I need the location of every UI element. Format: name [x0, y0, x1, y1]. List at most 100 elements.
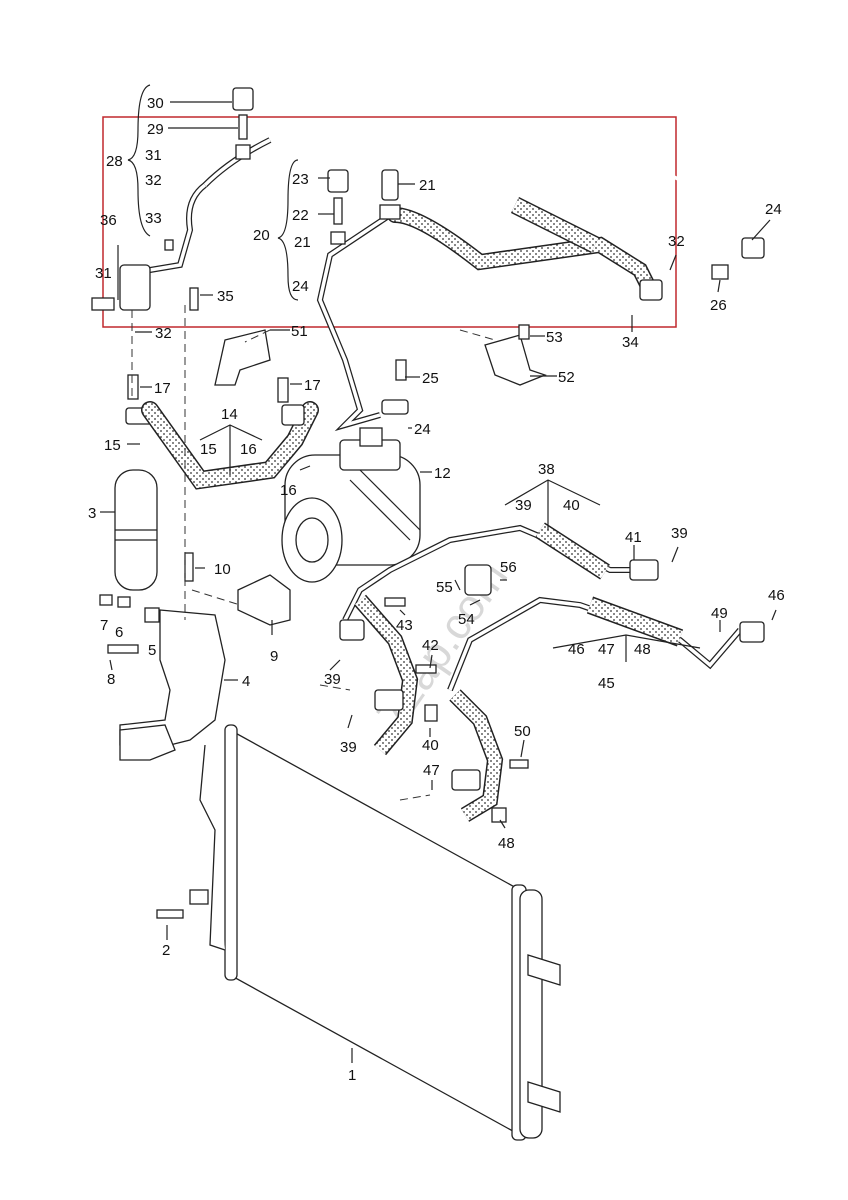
bolt-26 [711, 264, 729, 280]
label-40b: 40 [422, 737, 439, 754]
mount-clip [119, 724, 176, 761]
guide-lines [131, 305, 496, 801]
label-31b: 31 [95, 265, 112, 282]
nut-48 [491, 807, 507, 823]
label-16a: 16 [240, 441, 257, 458]
label-45: 45 [598, 675, 615, 692]
lower-pipe-group [339, 522, 765, 823]
valve-body-2 [330, 231, 346, 245]
label-21b: 21 [294, 234, 311, 251]
label-15a: 15 [200, 441, 217, 458]
label-28: 28 [106, 153, 123, 170]
end-fitting-34 [639, 279, 663, 301]
bushing-5 [144, 607, 160, 623]
label-8: 8 [107, 671, 115, 688]
valve-core-22 [333, 197, 343, 225]
label-39d: 39 [340, 739, 357, 756]
valve-cap-23 [327, 169, 349, 193]
label-10: 10 [214, 561, 231, 578]
bolt-35 [189, 287, 199, 311]
label-55: 55 [436, 579, 453, 596]
fitting-24c [381, 399, 409, 415]
label-9: 9 [270, 648, 278, 665]
label-49: 49 [711, 605, 728, 622]
label-14: 14 [221, 406, 238, 423]
condenser-bracket-bottom [527, 1081, 561, 1113]
label-40a: 40 [563, 497, 580, 514]
label-39b: 39 [671, 525, 688, 542]
label-33: 33 [145, 210, 162, 227]
label-32a: 32 [145, 172, 162, 189]
fitting-39 [339, 619, 365, 641]
pressure-sensor-21 [381, 169, 399, 201]
bracket-52 [484, 334, 547, 386]
label-25: 25 [422, 370, 439, 387]
compressor-12 [281, 427, 421, 583]
label-21a: 21 [419, 177, 436, 194]
fitting-block-36 [91, 297, 115, 311]
bolt-17a [127, 374, 139, 400]
label-24b: 24 [765, 201, 782, 218]
label-39c: 39 [324, 671, 341, 688]
label-47a: 47 [598, 641, 615, 658]
bolt-50 [509, 759, 529, 769]
end-fitting-24 [741, 237, 765, 259]
label-22: 22 [292, 207, 309, 224]
label-29: 29 [147, 121, 164, 138]
bolt-17b [277, 377, 289, 403]
label-26: 26 [710, 297, 727, 314]
label-48b: 48 [498, 835, 515, 852]
bolt-43 [384, 597, 406, 607]
label-32c: 32 [668, 233, 685, 250]
fitting-condenser-a [374, 689, 404, 711]
condenser-bracket-top [527, 954, 561, 986]
leader-lines [100, 84, 777, 1063]
label-53: 53 [546, 329, 563, 346]
label-16b: 16 [280, 482, 297, 499]
label-34: 34 [622, 334, 639, 351]
bolt-2 [156, 909, 184, 919]
label-46b: 46 [568, 641, 585, 658]
bracket-51 [214, 329, 271, 386]
condenser-1 [156, 724, 561, 1141]
label-24c: 24 [414, 421, 431, 438]
label-6: 6 [115, 624, 123, 641]
end-fitting-49 [739, 621, 765, 643]
bolt-8 [107, 644, 139, 654]
highlight-box [102, 116, 677, 328]
label-5: 5 [148, 642, 156, 659]
label-2: 2 [162, 942, 170, 959]
label-47b: 47 [423, 762, 440, 779]
end-fitting-41 [629, 559, 659, 581]
label-24a: 24 [292, 278, 309, 295]
label-41: 41 [625, 529, 642, 546]
bolt-33 [164, 239, 174, 251]
upper-pipe-group [91, 87, 765, 432]
label-4: 4 [242, 673, 250, 690]
nut-40 [424, 704, 438, 722]
nut-7 [99, 594, 113, 606]
bolt-25 [395, 359, 407, 381]
hose-fitting-16 [281, 404, 305, 426]
label-43: 43 [396, 617, 413, 634]
label-46a: 46 [768, 587, 785, 604]
label-15b: 15 [104, 437, 121, 454]
label-35: 35 [217, 288, 234, 305]
washer-6 [117, 596, 131, 608]
fitting-condenser-b [451, 769, 481, 791]
label-52: 52 [558, 369, 575, 386]
label-48a: 48 [634, 641, 651, 658]
label-42: 42 [422, 637, 439, 654]
valve-core-29 [238, 114, 248, 140]
bolt-53 [518, 324, 530, 340]
label-17a: 17 [154, 380, 171, 397]
bolt-42 [415, 664, 437, 674]
label-30: 30 [147, 95, 164, 112]
label-7: 7 [100, 617, 108, 634]
bracket-9 [237, 574, 291, 626]
label-20: 20 [253, 227, 270, 244]
condenser-pipe [199, 744, 226, 951]
label-36: 36 [100, 212, 117, 229]
fitting-block-31 [119, 264, 151, 311]
